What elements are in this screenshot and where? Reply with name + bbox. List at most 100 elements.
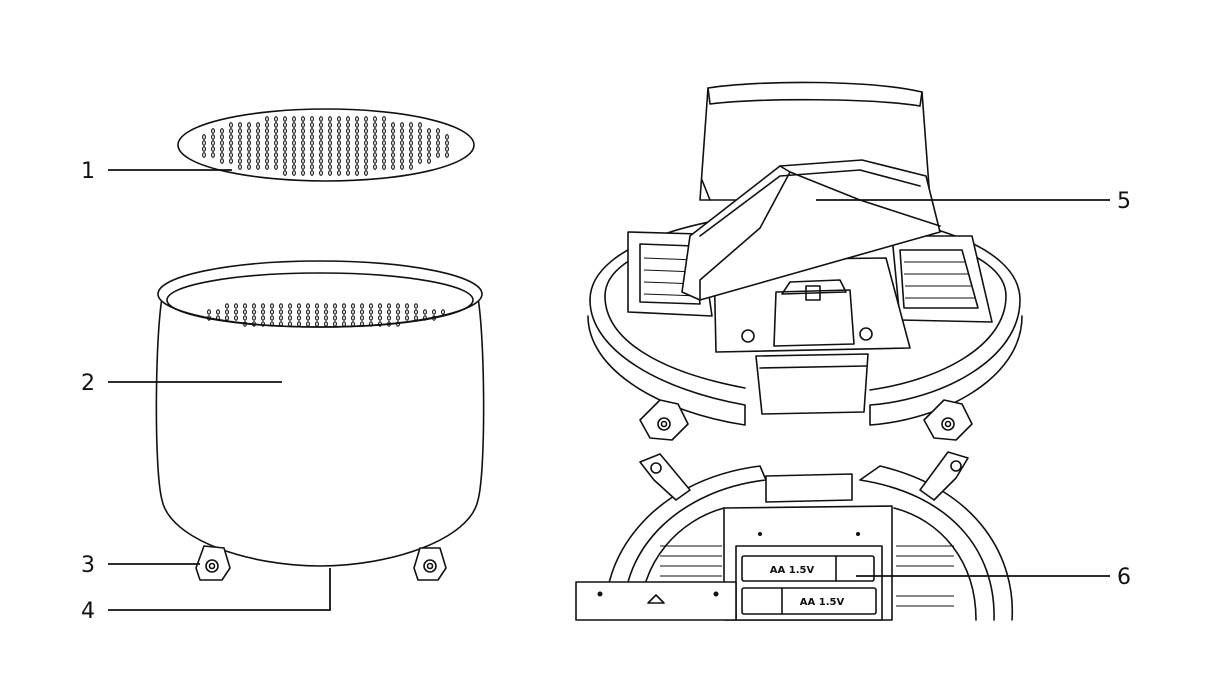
perforation-hole [355,122,359,128]
perforation-hole [216,309,220,315]
perforation-hole [423,309,427,315]
perforation-hole [256,158,260,164]
perforation-hole [364,140,368,146]
callout-4: 4 [81,599,95,624]
perforation-hole [355,158,359,164]
perforation-hole [409,164,413,170]
perforation-hole [238,122,242,128]
perforation-hole [315,321,319,327]
perforation-hole [301,116,305,122]
perforation-hole [342,315,346,321]
perforation-hole [391,134,395,140]
perforation-hole [234,315,238,321]
perforation-hole [382,146,386,152]
perforation-hole [315,303,319,309]
battery-label: AA 1.5V [770,565,815,576]
perforation-hole [283,134,287,140]
foot-right [413,547,447,581]
perforation-hole [229,128,233,134]
perforation-hole [301,152,305,158]
perforation-hole [328,134,332,140]
perforation-hole [337,152,341,158]
perforation-hole [423,315,427,321]
perforation-hole [409,140,413,146]
perforation-hole [346,128,350,134]
perforation-hole [418,152,422,158]
perforation-hole [342,303,346,309]
perforation-hole [400,134,404,140]
perforation-hole [346,122,350,128]
perforation-hole [333,303,337,309]
perforation-hole [211,152,215,158]
perforation-hole [373,158,377,164]
perforation-hole [265,134,269,140]
perforation-hole [292,152,296,158]
perforation-hole [319,164,323,170]
perforation-hole [319,146,323,152]
perforation-hole [216,315,220,321]
perforation-hole [378,303,382,309]
perforation-hole [400,146,404,152]
perforation-hole [256,122,260,128]
perforation-hole [220,134,224,140]
perforation-hole [315,309,319,315]
perforation-hole [229,140,233,146]
perforation-hole [252,315,256,321]
perforation-hole [211,140,215,146]
perforation-hole [274,140,278,146]
cylinder-body [155,260,485,567]
perforation-hole [364,128,368,134]
grate-holes [202,116,449,176]
perforation-hole [369,303,373,309]
perforation-hole [319,128,323,134]
perforation-hole [373,128,377,134]
perforation-hole [310,134,314,140]
perforation-hole [202,134,206,140]
inner-grate-holes [207,303,445,327]
perforation-hole [409,134,413,140]
perforation-hole [360,303,364,309]
perforation-hole [292,158,296,164]
perforation-hole [274,164,278,170]
perforation-hole [283,122,287,128]
perforation-hole [445,134,449,140]
perforation-hole [292,122,296,128]
perforation-hole [373,152,377,158]
perforation-hole [292,146,296,152]
perforation-hole [256,134,260,140]
perforation-hole [319,140,323,146]
perforation-hole [355,140,359,146]
perforation-hole [373,146,377,152]
perforation-hole [265,164,269,170]
perforation-hole [229,134,233,140]
perforation-hole [337,134,341,140]
perforation-hole [445,146,449,152]
perforation-hole [310,122,314,128]
perforation-hole [220,158,224,164]
perforation-hole [265,152,269,158]
perforation-hole [337,122,341,128]
perforation-hole [297,309,301,315]
perforated-grate [177,108,475,182]
perforation-hole [283,164,287,170]
perforation-hole [238,164,242,170]
perforation-hole [418,128,422,134]
perforation-hole [225,309,229,315]
perforation-hole [238,134,242,140]
perforation-hole [247,128,251,134]
perforation-hole [238,146,242,152]
perforation-hole [355,164,359,170]
perforation-hole [346,146,350,152]
perforation-hole [310,158,314,164]
perforation-hole [247,134,251,140]
perforation-hole [409,158,413,164]
perforation-hole [328,122,332,128]
perforation-hole [418,158,422,164]
perforation-hole [256,140,260,146]
perforation-hole [351,321,355,327]
perforation-hole [355,170,359,176]
perforation-hole [373,122,377,128]
perforation-hole [396,315,400,321]
perforation-hole [328,152,332,158]
perforation-hole [319,122,323,128]
